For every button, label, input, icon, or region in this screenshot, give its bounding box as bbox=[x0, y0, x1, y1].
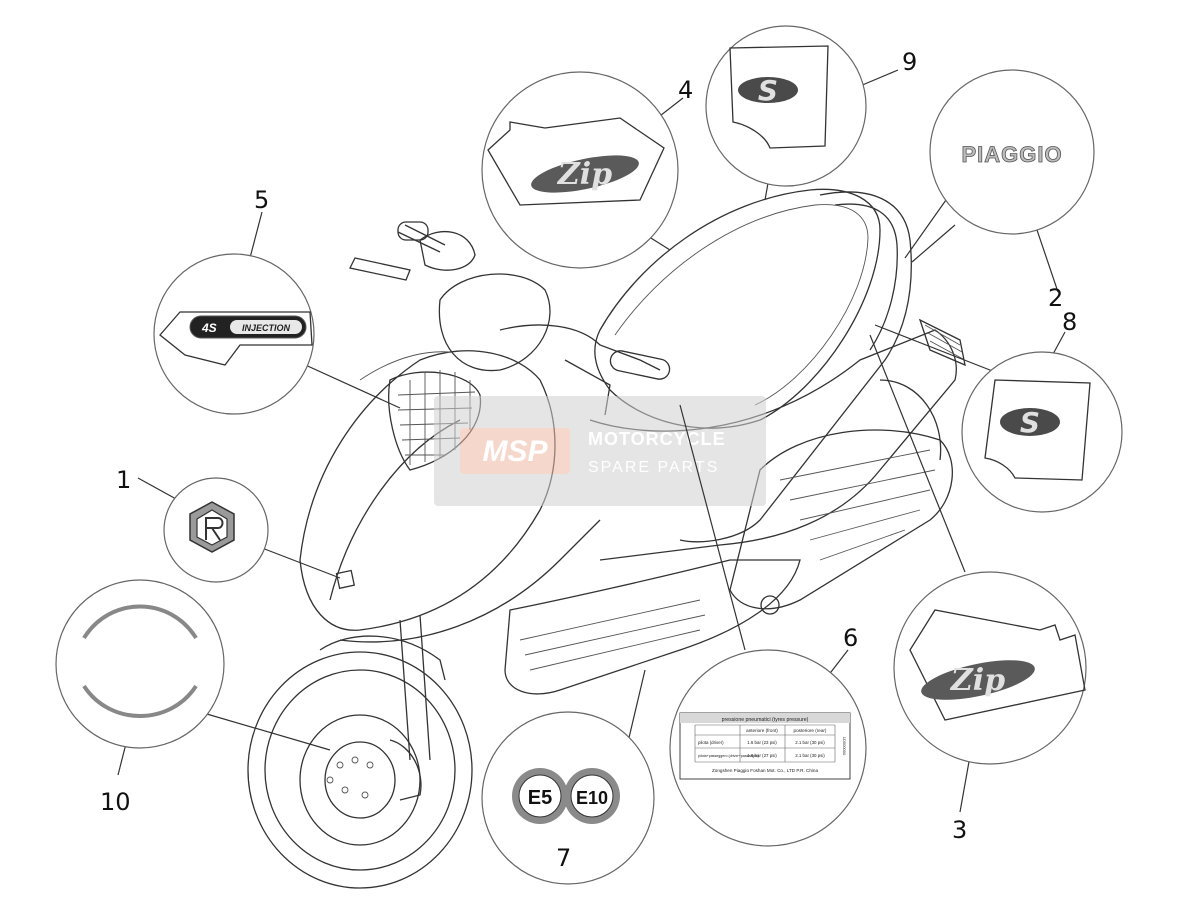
callout-5: 5 bbox=[254, 186, 269, 214]
tyre-col-rear: posteriore (rear) bbox=[794, 728, 827, 733]
tyre-row2-front: 1.8 bar (27 psi) bbox=[747, 753, 777, 758]
tyre-row2-label: pilota+passeggero (driver+passenger) bbox=[698, 754, 759, 758]
detail-circle-4: Zip bbox=[481, 71, 679, 269]
callout-numbers: 1 2 3 4 5 6 7 8 9 10 bbox=[100, 48, 1077, 872]
callout-9: 9 bbox=[902, 48, 917, 76]
s-decal-top: S bbox=[758, 74, 778, 107]
callout-8: 8 bbox=[1062, 308, 1077, 336]
tyre-row1-front: 1.6 bar (23 psi) bbox=[747, 740, 777, 745]
zip-decal-right: Zip bbox=[950, 663, 1005, 698]
callout-2: 2 bbox=[1048, 284, 1063, 312]
decal-injection-text: INJECTION bbox=[242, 323, 291, 333]
watermark: MSP MOTORCYCLE SPARE PARTS bbox=[434, 396, 766, 506]
callout-7: 7 bbox=[556, 844, 571, 872]
detail-circle-10 bbox=[55, 579, 225, 749]
piaggio-decal: PIAGGIO bbox=[961, 142, 1062, 167]
detail-circle-9: S bbox=[705, 25, 867, 187]
tyre-col-front: anteriore (front) bbox=[746, 728, 778, 733]
callout-6: 6 bbox=[843, 624, 858, 652]
detail-circle-2: PIAGGIO bbox=[929, 69, 1095, 235]
watermark-line1: MOTORCYCLE bbox=[588, 429, 726, 449]
decal-4s-badge: 4S bbox=[201, 321, 217, 335]
detail-circle-3: Zip bbox=[893, 571, 1087, 765]
zip-decal-top: Zip bbox=[557, 157, 612, 192]
tyre-row1-rear: 2.1 bar (30 psi) bbox=[795, 740, 825, 745]
watermark-line2: SPARE PARTS bbox=[588, 459, 719, 476]
detail-circle-7: E5 E10 bbox=[481, 711, 655, 885]
tyre-row1-label: pilota (driver) bbox=[698, 740, 724, 745]
callout-1: 1 bbox=[116, 466, 131, 494]
detail-circle-5: 4S INJECTION bbox=[153, 253, 315, 415]
detail-circle-1 bbox=[163, 477, 269, 583]
tyre-label-code: 1D000000 bbox=[842, 737, 847, 756]
scooter-drawing bbox=[247, 188, 966, 889]
tyre-row2-rear: 2.1 bar (30 psi) bbox=[795, 753, 825, 758]
s-decal-right: S bbox=[1020, 406, 1040, 439]
piaggio-shield-icon bbox=[189, 501, 235, 553]
fuel-label-e10: E10 bbox=[576, 788, 608, 808]
callout-10: 10 bbox=[100, 788, 131, 816]
tyre-label-footer: Zongshen Piaggio Foshan Mot. Co., LTD P.… bbox=[712, 768, 818, 773]
detail-circle-6: pressione pneumatici (tyres pressure) an… bbox=[669, 649, 867, 847]
detail-circle-8: S bbox=[961, 351, 1123, 513]
fuel-label-e5: E5 bbox=[528, 787, 552, 809]
callout-4: 4 bbox=[678, 76, 693, 104]
tyre-label-title: pressione pneumatici (tyres pressure) bbox=[722, 717, 809, 723]
callout-3: 3 bbox=[952, 816, 967, 844]
watermark-logo: MSP bbox=[482, 435, 548, 468]
